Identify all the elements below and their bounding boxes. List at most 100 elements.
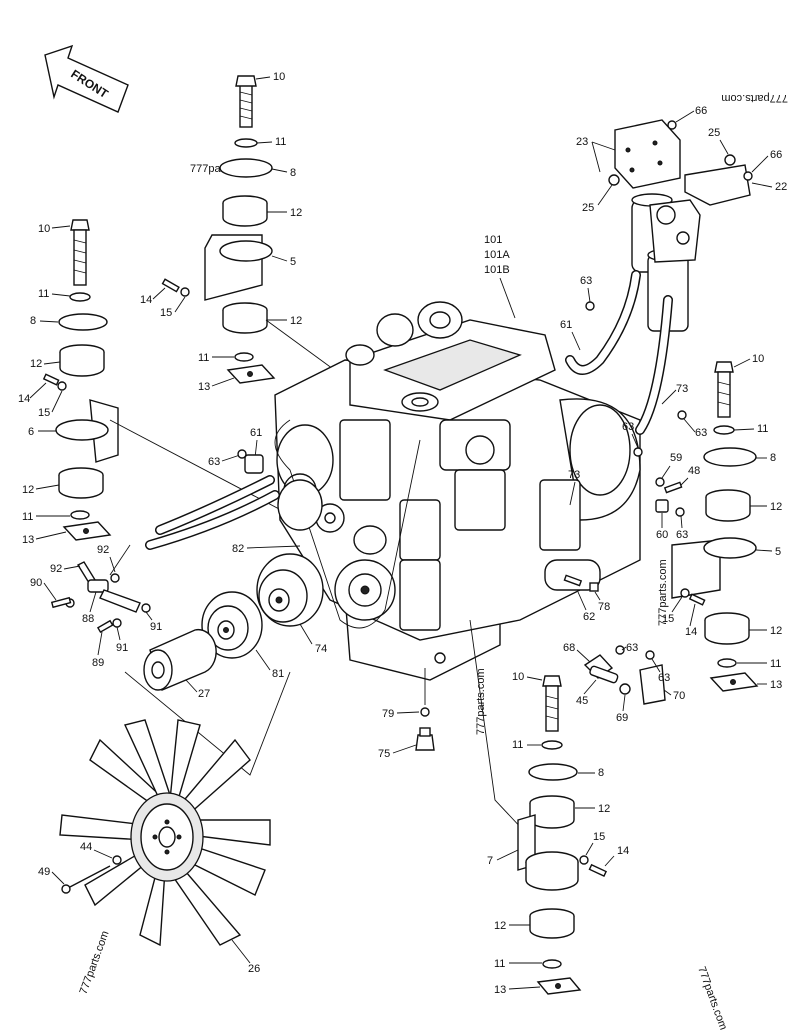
callout-13: 13 (770, 679, 782, 691)
callout-60: 60 (656, 529, 668, 541)
callout-63: 63 (676, 529, 688, 541)
callout-73: 73 (676, 383, 688, 395)
mount-stack-top-center (204, 75, 276, 384)
callout-81: 81 (272, 668, 284, 680)
callout-14: 14 (18, 393, 30, 405)
callout-88: 88 (82, 613, 94, 625)
watermark-2: 777parts.com (721, 92, 788, 104)
callout-12: 12 (494, 920, 506, 932)
callout-8: 8 (598, 767, 604, 779)
callout-10: 10 (38, 223, 50, 235)
watermark-4: 777parts.com (657, 559, 669, 626)
callout-74: 74 (315, 643, 327, 655)
oil-fill-parts (583, 645, 666, 705)
callout-12: 12 (598, 803, 610, 815)
fan-bracket-parts (50, 544, 151, 634)
callout-92: 92 (50, 563, 62, 575)
pulley-81 (201, 591, 263, 659)
callout-63: 63 (622, 421, 634, 433)
callout-11: 11 (770, 658, 781, 670)
callout-14: 14 (140, 294, 152, 306)
callout-101: 101 (484, 234, 502, 246)
callout-15: 15 (160, 307, 172, 319)
pulley-74 (256, 553, 324, 627)
callout-27: 27 (198, 688, 210, 700)
callout-89: 89 (92, 657, 104, 669)
callout-12: 12 (290, 315, 302, 327)
callout-91: 91 (116, 642, 128, 654)
callout-11: 11 (22, 511, 33, 523)
callout-13: 13 (22, 534, 34, 546)
callout-75: 75 (378, 748, 390, 760)
callout-61: 61 (250, 427, 262, 439)
callout-11: 11 (494, 958, 505, 970)
callout-101a: 101A (484, 249, 510, 261)
callout-70: 70 (673, 690, 685, 702)
callout-6: 6 (28, 426, 34, 438)
callout-25: 25 (708, 127, 720, 139)
callout-68: 68 (563, 642, 575, 654)
cooling-fan (59, 719, 271, 947)
callout-101b: 101B (484, 264, 510, 276)
callout-11: 11 (38, 288, 49, 300)
mount-stack-bottom-center (517, 675, 608, 995)
callout-8: 8 (290, 167, 296, 179)
callout-8: 8 (30, 315, 36, 327)
callout-78: 78 (598, 601, 610, 613)
front-direction-arrow: FRONT (44, 44, 129, 113)
callout-69: 69 (616, 712, 628, 724)
callout-12: 12 (770, 625, 782, 637)
callout-10: 10 (512, 671, 524, 683)
callout-5: 5 (290, 256, 296, 268)
callout-49: 49 (38, 866, 50, 878)
spacer-27 (143, 628, 217, 691)
callout-73: 73 (568, 469, 580, 481)
callout-8: 8 (770, 452, 776, 464)
callout-63: 63 (208, 456, 220, 468)
callout-59: 59 (670, 452, 682, 464)
callout-10: 10 (752, 353, 764, 365)
callout-11: 11 (512, 739, 523, 751)
callout-7: 7 (487, 855, 493, 867)
callout-15: 15 (593, 831, 605, 843)
callout-14: 14 (685, 626, 697, 638)
callout-63: 63 (580, 275, 592, 287)
callout-48: 48 (688, 465, 700, 477)
callout-26: 26 (248, 963, 260, 975)
callout-12: 12 (290, 207, 302, 219)
callout-25: 25 (582, 202, 594, 214)
callout-11: 11 (198, 352, 209, 364)
callout-63: 63 (626, 642, 638, 654)
callout-79: 79 (382, 708, 394, 720)
callout-44: 44 (80, 841, 92, 853)
callout-22: 22 (775, 181, 787, 193)
bolt-14-top (161, 278, 190, 297)
callout-62: 62 (583, 611, 595, 623)
callout-11: 11 (757, 423, 768, 435)
callout-12: 12 (30, 358, 42, 370)
callout-90: 90 (30, 577, 42, 589)
watermark-6: 777parts.com (695, 965, 729, 1032)
callout-11: 11 (275, 136, 286, 148)
callout-63: 63 (658, 672, 670, 684)
callout-23: 23 (576, 136, 588, 148)
callout-82: 82 (232, 543, 244, 555)
callout-91: 91 (150, 621, 162, 633)
callout-12: 12 (22, 484, 34, 496)
fuel-filter-assembly (608, 119, 753, 332)
callout-14: 14 (617, 845, 629, 857)
callout-92: 92 (97, 544, 109, 556)
callout-15: 15 (38, 407, 50, 419)
callout-66: 66 (695, 105, 707, 117)
callout-63: 63 (695, 427, 707, 439)
mount-stack-left (42, 219, 119, 541)
callout-10: 10 (273, 71, 285, 83)
callout-45: 45 (576, 695, 588, 707)
callout-12: 12 (770, 501, 782, 513)
callout-66: 66 (770, 149, 782, 161)
callout-61: 61 (560, 319, 572, 331)
callout-15: 15 (662, 613, 674, 625)
callout-13: 13 (198, 381, 210, 393)
engine-assembly (274, 301, 641, 681)
